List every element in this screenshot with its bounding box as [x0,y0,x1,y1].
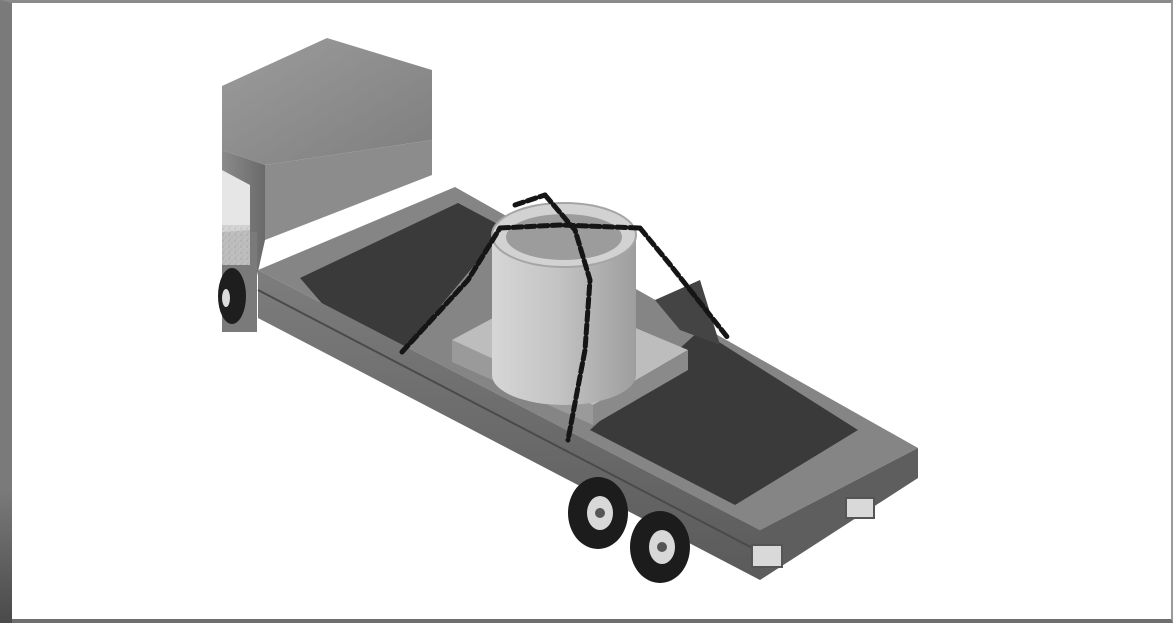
tail-light-right [846,498,874,518]
tail-light-left [752,545,782,567]
chain-5 [515,195,545,205]
cab-front-hub-icon [222,289,230,307]
